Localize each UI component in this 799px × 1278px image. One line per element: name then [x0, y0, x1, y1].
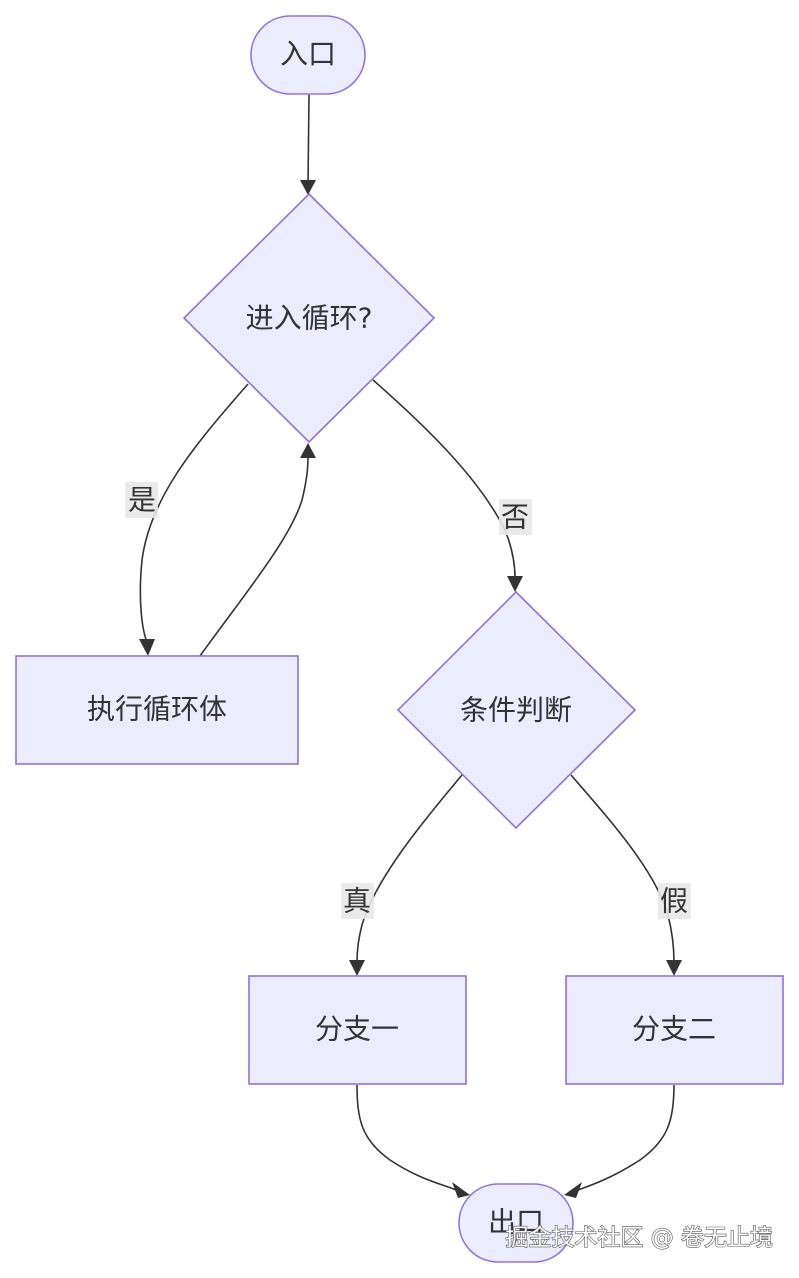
loop-body-node — [15, 655, 299, 765]
condition-decision — [396, 590, 637, 830]
arrowhead — [452, 1182, 470, 1198]
edge-label-false: 假 — [660, 885, 688, 918]
edge-label-yes: 是 — [128, 484, 156, 517]
exit-node — [458, 1183, 574, 1263]
arrowhead — [300, 180, 316, 195]
edge-label-false-bg — [658, 883, 691, 919]
edge-condition-to-branch-two — [570, 774, 675, 963]
edge-loop-body-to-loop-check — [199, 457, 309, 657]
edge-loop-check-to-condition — [372, 379, 516, 579]
branch-two-label: 分支二 — [632, 1013, 716, 1046]
entry-node — [250, 15, 366, 95]
edge-branch-one-to-exit — [356, 1084, 457, 1191]
arrowhead — [507, 576, 523, 592]
arrowhead — [349, 960, 365, 976]
arrowhead — [300, 443, 316, 458]
exit-label: 出口 — [488, 1206, 544, 1239]
branch-one-node — [248, 975, 467, 1085]
edge-label-no: 否 — [501, 501, 529, 534]
edge-labels: 是 否 真 假 — [125, 482, 691, 919]
edge-branch-two-to-exit — [577, 1084, 675, 1191]
edge-label-no-bg — [499, 499, 532, 535]
loop-check-label: 进入循环? — [246, 302, 373, 335]
branch-two-node — [565, 975, 784, 1085]
edge-condition-to-branch-one — [356, 774, 463, 963]
edge-label-yes-bg — [125, 482, 158, 518]
entry-label: 入口 — [280, 38, 336, 71]
loop-body-label: 执行循环体 — [87, 693, 227, 726]
edge-label-true-bg — [341, 883, 374, 919]
edge-label-true: 真 — [343, 885, 371, 918]
nodes: 入口 进入循环? 执行循环体 条件判断 分支一 分支二 出口 — [15, 15, 784, 1263]
watermark: 掘金技术社区 @ 卷无止境 — [505, 1225, 773, 1251]
arrowhead — [564, 1182, 582, 1198]
edge-loop-check-to-loop-body — [139, 383, 249, 643]
condition-label: 条件判断 — [460, 694, 572, 727]
edges — [139, 94, 682, 1198]
loop-check-decision — [182, 192, 436, 444]
arrowhead — [139, 639, 155, 656]
branch-one-label: 分支一 — [315, 1013, 399, 1046]
edge-entry-to-loop-check — [307, 94, 310, 186]
arrowhead — [666, 960, 682, 976]
